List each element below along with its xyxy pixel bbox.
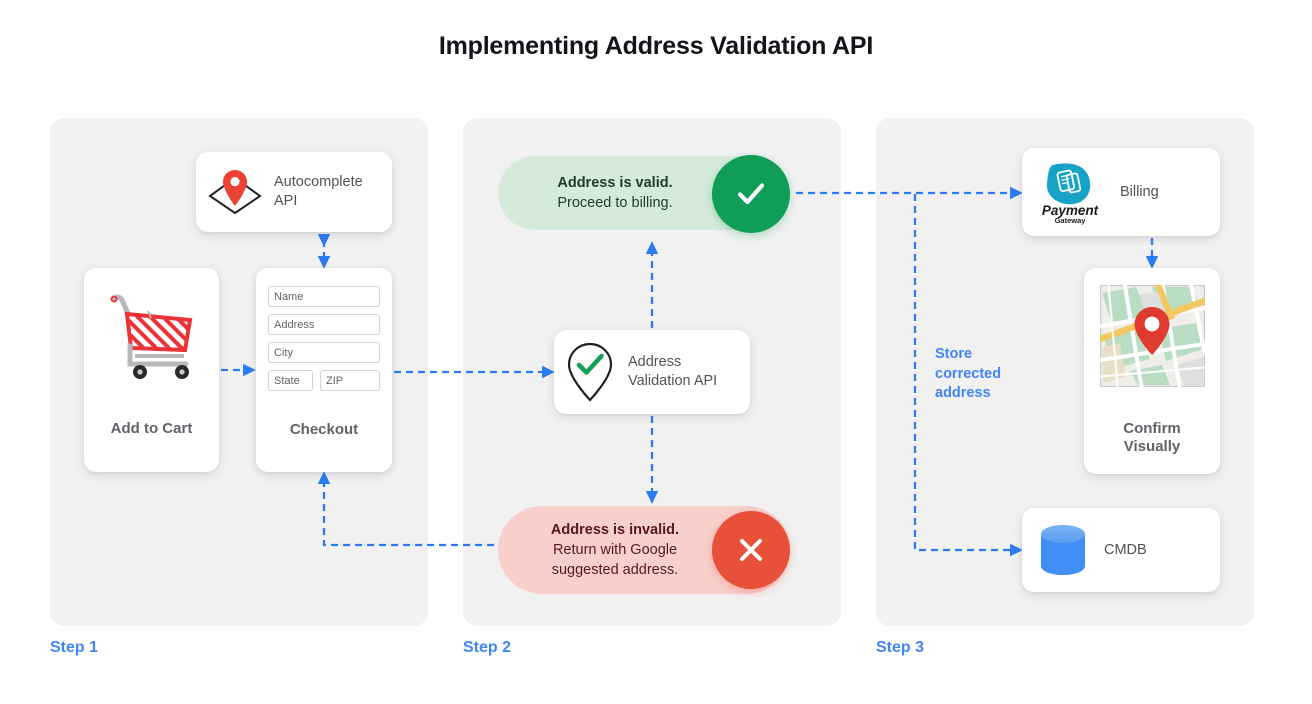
store-annotation-line3: address xyxy=(935,385,991,402)
map-pin-check-icon xyxy=(567,342,613,402)
valid-line2: Proceed to billing. xyxy=(557,195,673,211)
step-2-label: Step 2 xyxy=(463,639,512,656)
cmdb-card[interactable]: CMDB xyxy=(1022,508,1220,592)
checkout-form: Name Address City State ZIP xyxy=(268,286,380,391)
validation-label-line2: Validation API xyxy=(628,373,718,389)
autocomplete-label-line2: API xyxy=(274,193,298,209)
step-1-label: Step 1 xyxy=(50,639,99,656)
close-icon xyxy=(740,539,762,561)
confirm-caption-line1: Confirm xyxy=(1123,420,1181,437)
invalid-status-badge xyxy=(712,511,790,589)
store-annotation-line1: Store xyxy=(935,346,973,362)
zip-field[interactable]: ZIP xyxy=(320,370,380,391)
valid-line1: Address is valid. xyxy=(557,175,673,191)
billing-label: Billing xyxy=(1120,183,1159,200)
store-corrected-address-annotation: Store corrected address xyxy=(935,345,1045,404)
svg-text:Gateway: Gateway xyxy=(1055,216,1087,225)
shopping-cart-icon xyxy=(109,294,192,379)
payment-gateway-logo-icon: Payment Gateway xyxy=(1042,163,1099,225)
autocomplete-api-label: Autocomplete API xyxy=(274,173,363,210)
map-pin-diamond-icon xyxy=(208,170,262,215)
cmdb-label: CMDB xyxy=(1104,541,1147,558)
map-thumbnail-icon xyxy=(1099,285,1205,387)
invalid-line3: suggested address. xyxy=(551,562,679,578)
autocomplete-api-card[interactable]: Autocomplete API xyxy=(196,152,392,232)
state-field[interactable]: State xyxy=(268,370,313,391)
address-validation-api-card[interactable]: Address Validation API xyxy=(554,330,750,414)
billing-card[interactable]: Payment Gateway Billing xyxy=(1022,148,1220,236)
checkout-card[interactable]: Name Address City State ZIP Checkout xyxy=(256,268,392,472)
address-field[interactable]: Address xyxy=(268,314,380,335)
confirm-caption-line2: Visually xyxy=(1123,438,1181,455)
invalid-line1: Address is invalid. xyxy=(550,522,680,538)
confirm-visually-caption: Confirm Visually xyxy=(1123,420,1181,456)
address-invalid-text: Address is invalid. Return with Google s… xyxy=(498,520,790,580)
step-3-label: Step 3 xyxy=(876,639,925,656)
page-title: Implementing Address Validation API xyxy=(438,32,874,60)
state-zip-row: State ZIP xyxy=(268,370,380,391)
address-validation-api-label: Address Validation API xyxy=(628,353,717,390)
add-to-cart-caption: Add to Cart xyxy=(110,420,193,437)
confirm-visually-card[interactable]: Confirm Visually xyxy=(1084,268,1220,474)
database-cylinder-icon xyxy=(1041,525,1085,575)
svg-text:Payment: Payment xyxy=(1042,203,1099,218)
check-icon xyxy=(737,183,765,205)
add-to-cart-card[interactable]: Add to Cart xyxy=(84,268,219,472)
valid-status-badge xyxy=(712,155,790,233)
name-field[interactable]: Name xyxy=(268,286,380,307)
address-valid-text: Address is valid. Proceed to billing. xyxy=(498,173,790,213)
checkout-caption: Checkout xyxy=(289,421,359,438)
autocomplete-label-line1: Autocomplete xyxy=(274,174,363,191)
store-annotation-line2: corrected xyxy=(935,365,1002,382)
validation-label-line1: Address xyxy=(628,354,682,371)
city-field[interactable]: City xyxy=(268,342,380,363)
invalid-line2: Return with Google xyxy=(552,542,678,558)
